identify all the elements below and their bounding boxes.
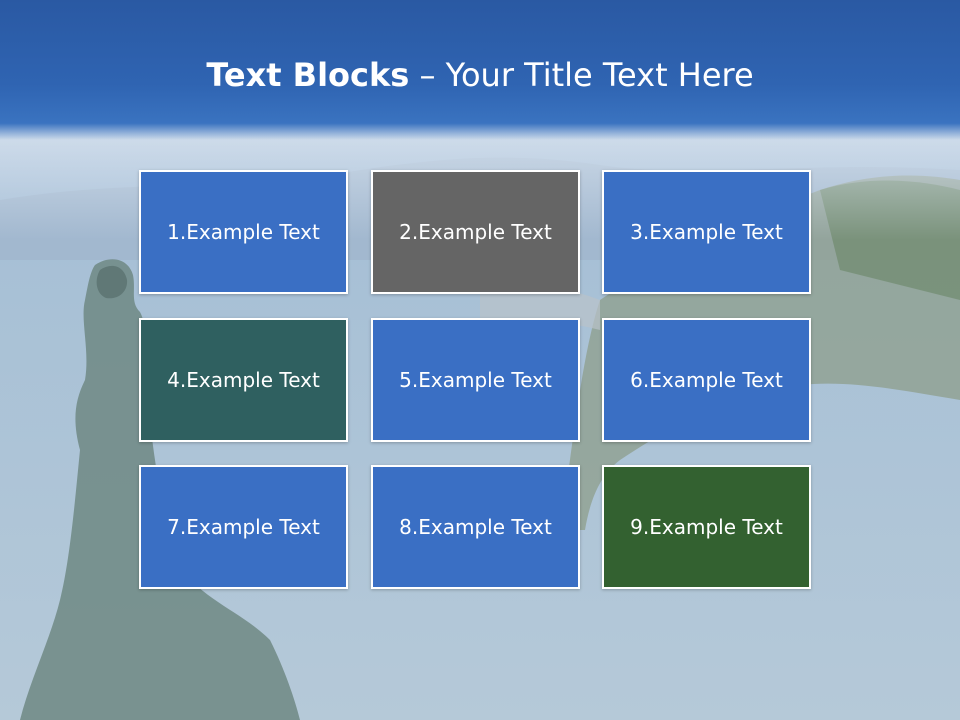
slide-title: Text Blocks – Your Title Text Here xyxy=(0,52,960,98)
text-block-label: 9.Example Text xyxy=(630,515,783,539)
text-block-3[interactable]: 3.Example Text xyxy=(602,170,811,294)
text-block-label: 1.Example Text xyxy=(167,220,320,244)
title-bold: Text Blocks xyxy=(206,56,410,94)
text-block-4[interactable]: 4.Example Text xyxy=(139,318,348,442)
text-block-2[interactable]: 2.Example Text xyxy=(371,170,580,294)
text-block-label: 8.Example Text xyxy=(399,515,552,539)
title-rest: Your Title Text Here xyxy=(445,56,754,94)
text-block-label: 3.Example Text xyxy=(630,220,783,244)
text-block-9[interactable]: 9.Example Text xyxy=(602,465,811,589)
text-block-5[interactable]: 5.Example Text xyxy=(371,318,580,442)
text-block-label: 4.Example Text xyxy=(167,368,320,392)
title-separator: – xyxy=(409,56,446,94)
text-block-label: 2.Example Text xyxy=(399,220,552,244)
text-block-8[interactable]: 8.Example Text xyxy=(371,465,580,589)
text-block-label: 5.Example Text xyxy=(399,368,552,392)
text-block-label: 6.Example Text xyxy=(630,368,783,392)
text-block-7[interactable]: 7.Example Text xyxy=(139,465,348,589)
text-block-1[interactable]: 1.Example Text xyxy=(139,170,348,294)
text-block-label: 7.Example Text xyxy=(167,515,320,539)
text-block-grid: 1.Example Text 2.Example Text 3.Example … xyxy=(139,170,815,594)
header-band xyxy=(0,0,960,140)
text-block-6[interactable]: 6.Example Text xyxy=(602,318,811,442)
